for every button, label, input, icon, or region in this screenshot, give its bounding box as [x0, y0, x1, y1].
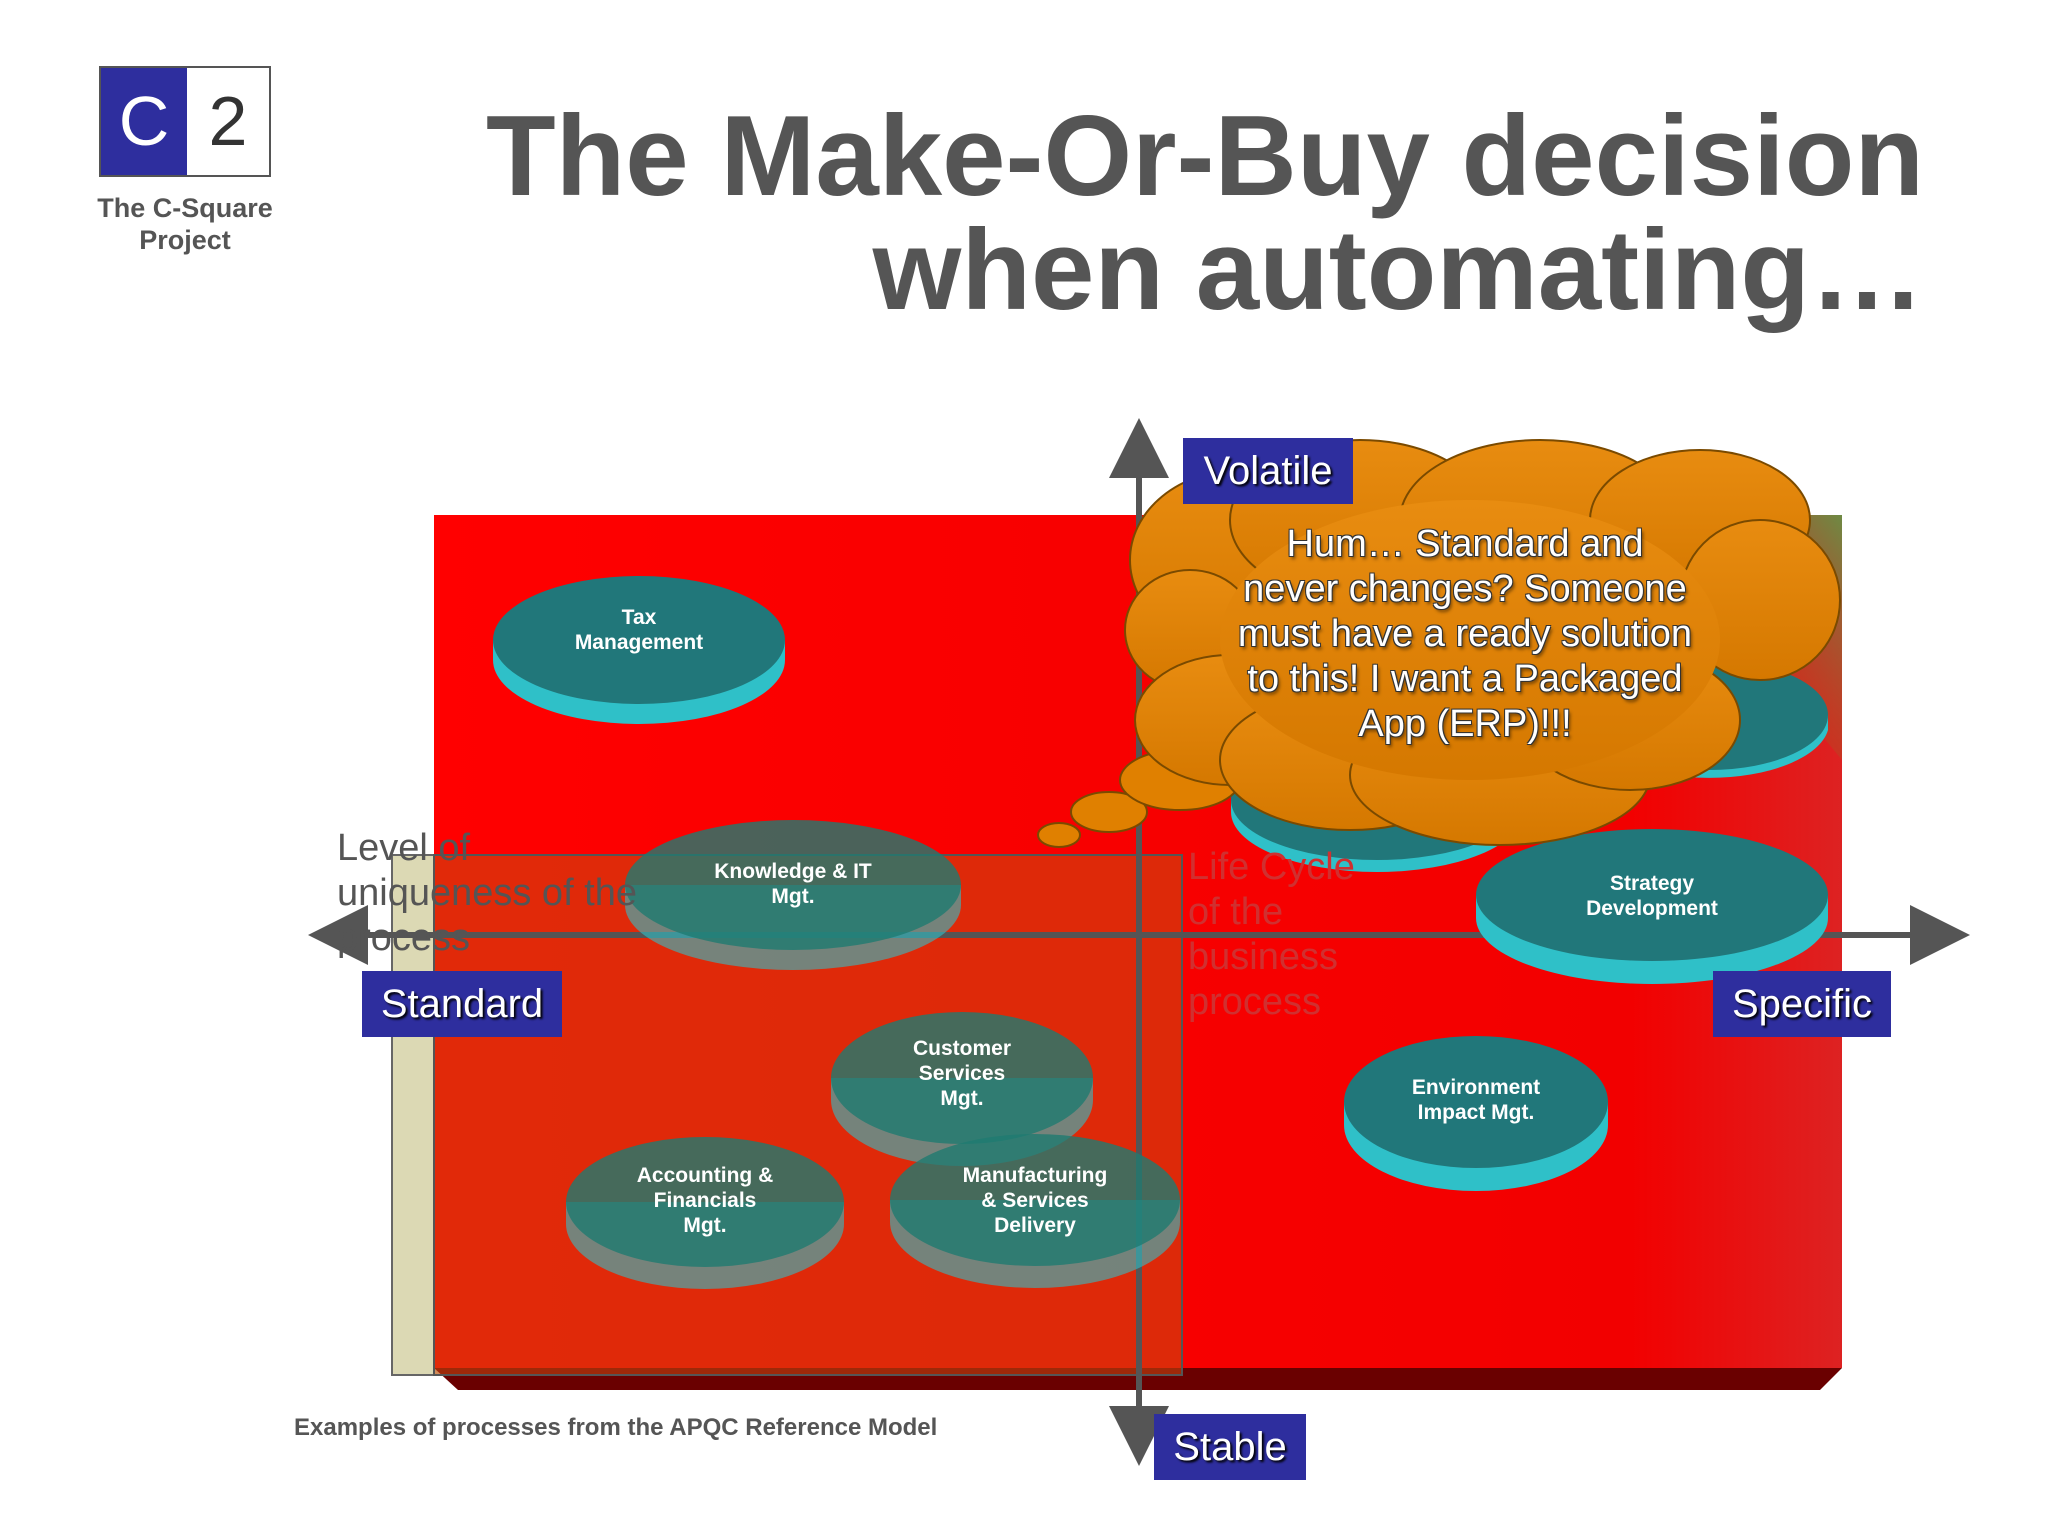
process-label-line: Strategy	[1610, 872, 1694, 895]
process-label-line: Delivery	[994, 1214, 1076, 1237]
axis-label-specific: Specific	[1713, 971, 1891, 1037]
uniqueness-axis-title-text: Level of uniqueness of the process	[337, 827, 637, 959]
process-label-line: Services	[919, 1062, 1005, 1085]
process-label-line: Customer	[913, 1037, 1011, 1060]
axis-label-volatile: Volatile	[1183, 438, 1353, 504]
process-label-line: Manufacturing	[963, 1164, 1108, 1187]
process-label-line: Tax	[622, 606, 657, 629]
uniqueness-axis-title: Level of uniqueness of the process	[337, 826, 667, 961]
process-label-line: Development	[1586, 897, 1718, 920]
process-label-line: Mgt.	[771, 885, 814, 908]
process-label-line: Mgt.	[940, 1087, 983, 1110]
lifecycle-axis-title-text: Life Cycle of the business process	[1188, 846, 1355, 1023]
process-label-line: Knowledge & IT	[714, 860, 872, 883]
process-label-line: Accounting &	[637, 1164, 774, 1187]
process-label-line: Financials	[654, 1189, 757, 1212]
thought-bubble-text: Hum… Standard and never changes? Someone…	[1235, 522, 1695, 747]
process-label-line: Impact Mgt.	[1418, 1101, 1535, 1124]
process-label-line: & Services	[981, 1189, 1088, 1212]
axis-label-standard: Standard	[362, 971, 562, 1037]
apqc-caption: Examples of processes from the APQC Refe…	[294, 1414, 937, 1442]
process-label-line: Environment	[1412, 1076, 1540, 1099]
axis-label-stable: Stable	[1154, 1414, 1306, 1480]
process-label-line: Management	[575, 631, 703, 654]
process-label-line: Mgt.	[683, 1214, 726, 1237]
lifecycle-axis-title: Life Cycle of the business process	[1188, 845, 1378, 1025]
